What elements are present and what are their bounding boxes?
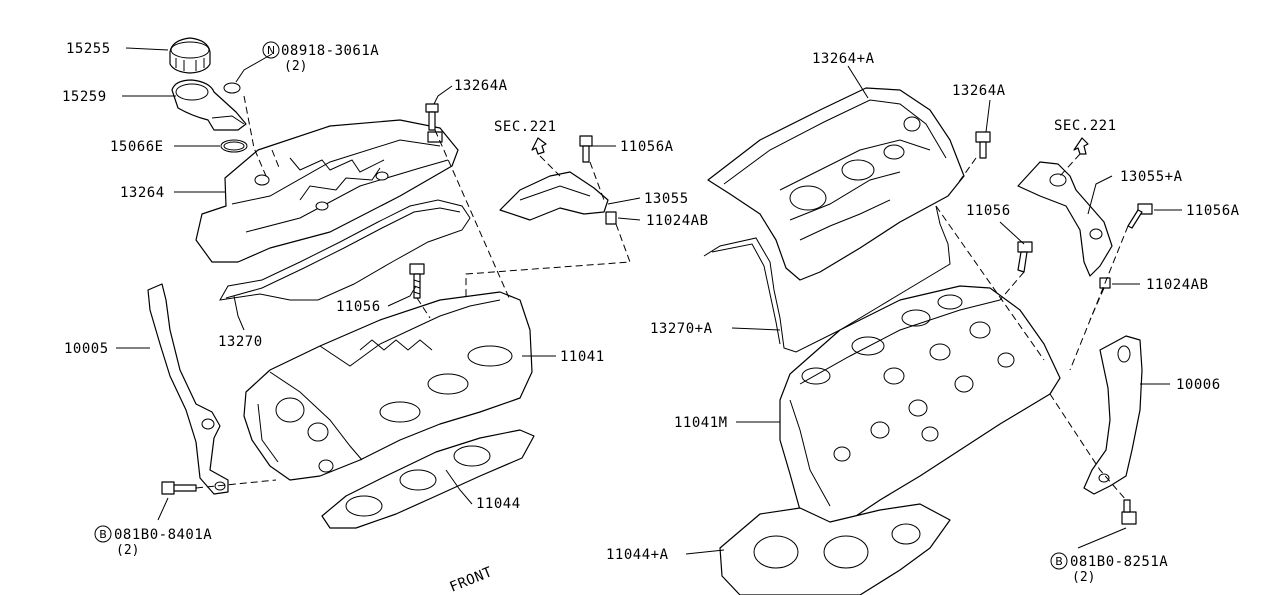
leader-lines [116,47,1182,555]
callout-11041: 11041 [560,349,605,365]
callout-081b0-8401a: 081B0-8401A [114,527,212,543]
callout-11024ab-right: 11024AB [1146,277,1209,293]
callout-10006: 10006 [1176,377,1221,393]
cylinder-head-right-part [779,285,1061,529]
cam-bracket-bolt-right-part [1017,241,1033,273]
n-symbol-circle [262,41,280,59]
engine-slinger-right-part [1083,335,1143,495]
callout-sec221-right: SEC.221 [1054,118,1117,134]
head-gasket-right-part [719,503,951,595]
callout-13264: 13264 [120,185,165,201]
callout-11024ab-left: 11024AB [646,213,709,229]
heat-shield-right-part [1017,161,1113,277]
callout-11041m: 11041M [674,415,728,431]
rocker-cover-left-part [195,119,459,263]
b-symbol-left: B [99,528,107,541]
rocker-cover-right-part [707,87,965,281]
heat-shield-bolt-left-part [579,135,593,163]
rocker-cover-gasket-left-part [219,199,471,301]
callout-11056-right: 11056 [966,203,1011,219]
oil-filler-neck-part [171,79,247,131]
callout-15259: 15259 [62,89,107,105]
callout-11056a-left: 11056A [620,139,674,155]
heat-shield-left-part [499,171,609,221]
oil-filler-cap-part [169,37,211,74]
rocker-cover-bolt-part [425,103,439,131]
o-ring-part [220,139,248,153]
front-indicator: FRONT [448,564,495,595]
section-arrow-left [531,137,547,155]
callout-11044: 11044 [476,496,521,512]
nut-left-part [605,211,617,225]
callout-13270: 13270 [218,334,263,350]
engine-slinger-left-part [147,283,229,495]
slinger-bolt-right-part [1121,499,1137,525]
rocker-cover-bolt-right-part [975,131,991,159]
rocker-cover-gasket-right-part [703,205,951,353]
callout-13264a-right: 13264A [952,83,1006,99]
callout-10005: 10005 [64,341,109,357]
callout-08918-3061a-qty: (2) [284,59,307,74]
section-arrow-right [1073,137,1089,155]
callout-11044-plus-a: 11044+A [606,547,669,563]
cam-bracket-bolt-left-part [409,263,425,299]
callout-081b0-8401a-qty: (2) [116,543,139,558]
callout-15066e: 15066E [110,139,164,155]
callout-13055-plus-a: 13055+A [1120,169,1183,185]
b-symbol-circle-right [1050,552,1068,570]
b-symbol-circle-left [94,525,112,543]
heat-shield-bolt-right-part [1127,203,1153,229]
callout-13264a-left: 13264A [454,78,508,94]
head-gasket-left-part [321,429,535,529]
callout-11056-left: 11056 [336,299,381,315]
callout-13055: 13055 [644,191,689,207]
callout-13264-plus-a: 13264+A [812,51,875,67]
callout-081b0-8251a: 081B0-8251A [1070,554,1168,570]
callout-11056a-right: 11056A [1186,203,1240,219]
cylinder-head-left-part [243,291,533,481]
slinger-bolt-left-part [161,481,197,495]
callout-081b0-8251a-qty: (2) [1072,570,1095,585]
washer-part [223,82,241,94]
callout-08918-3061a: 08918-3061A [281,43,379,59]
b-symbol-right: B [1055,555,1063,568]
callout-15255: 15255 [66,41,111,57]
callout-13270-plus-a: 13270+A [650,321,713,337]
n-symbol: N [267,44,275,57]
callout-sec221-left: SEC.221 [494,119,557,135]
